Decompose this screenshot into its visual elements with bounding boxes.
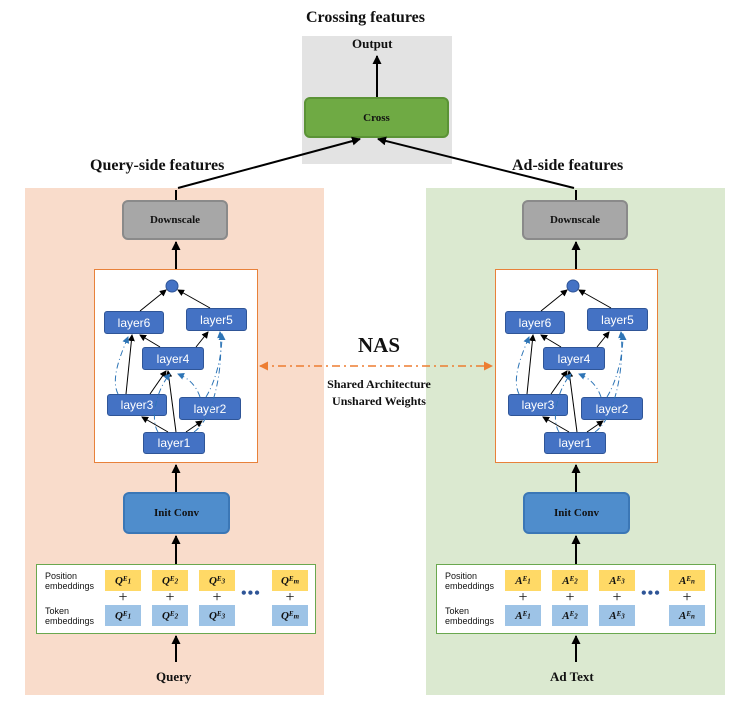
plus-sign: +	[682, 589, 692, 606]
plus-sign: +	[165, 589, 175, 606]
query-init-conv-label: Init Conv	[154, 507, 199, 519]
query-layer5: layer5	[186, 308, 247, 331]
query-output-node	[165, 279, 179, 293]
query-init-conv-box: Init Conv	[123, 492, 230, 534]
ad-layer1: layer1	[544, 432, 606, 454]
ad-input-label: Ad Text	[550, 669, 594, 684]
ad-side-title: Ad-side features	[512, 157, 624, 174]
ad-output-node	[566, 279, 580, 293]
query-side-title: Query-side features	[90, 157, 225, 174]
plus-sign: +	[285, 589, 295, 606]
ad-token-embeddings-label: Token embeddings	[445, 606, 495, 626]
ad-ellipsis: •••	[641, 585, 661, 602]
ad-layer5: layer5	[587, 308, 648, 331]
query-layer1: layer1	[143, 432, 205, 454]
ad-layer6: layer6	[505, 311, 565, 334]
ad-init-conv-label: Init Conv	[554, 507, 599, 519]
ad-init-conv-box: Init Conv	[523, 492, 630, 534]
query-layer4: layer4	[142, 347, 204, 370]
query-input-label: Query	[156, 669, 192, 684]
query-token-embeddings-label: Token embeddings	[45, 606, 95, 626]
shared-architecture-label: Shared Architecture	[327, 377, 431, 391]
ad-position-embeddings-label: Position embeddings	[445, 571, 495, 591]
nas-label: NAS	[358, 333, 401, 357]
cross-label: Cross	[363, 111, 390, 124]
plus-sign: +	[565, 589, 575, 606]
unshared-weights-label: Unshared Weights	[332, 394, 426, 408]
query-downscale-box: Downscale	[122, 200, 228, 240]
plus-sign: +	[118, 589, 128, 606]
query-to-cross-arrow	[177, 136, 361, 189]
ad-downscale-box: Downscale	[522, 200, 628, 240]
ad-layer4: layer4	[543, 347, 605, 370]
plus-sign: +	[612, 589, 622, 606]
query-layer3: layer3	[107, 394, 167, 416]
plus-sign: +	[518, 589, 528, 606]
ad-layer3: layer3	[508, 394, 568, 416]
query-layer6: layer6	[104, 311, 164, 334]
query-nas-graph	[114, 279, 226, 433]
output-label: Output	[352, 36, 393, 51]
ad-layer2: layer2	[581, 397, 643, 420]
ad-downscale-label: Downscale	[549, 214, 601, 226]
cross-box: Cross	[304, 97, 449, 138]
crossing-features-title: Crossing features	[306, 9, 425, 26]
ad-nas-graph	[515, 279, 627, 433]
ad-to-cross-arrow	[377, 136, 575, 189]
query-ellipsis: •••	[241, 585, 261, 602]
query-downscale-label: Downscale	[149, 214, 201, 226]
plus-sign: +	[212, 589, 222, 606]
query-position-embeddings-label: Position embeddings	[45, 571, 95, 591]
